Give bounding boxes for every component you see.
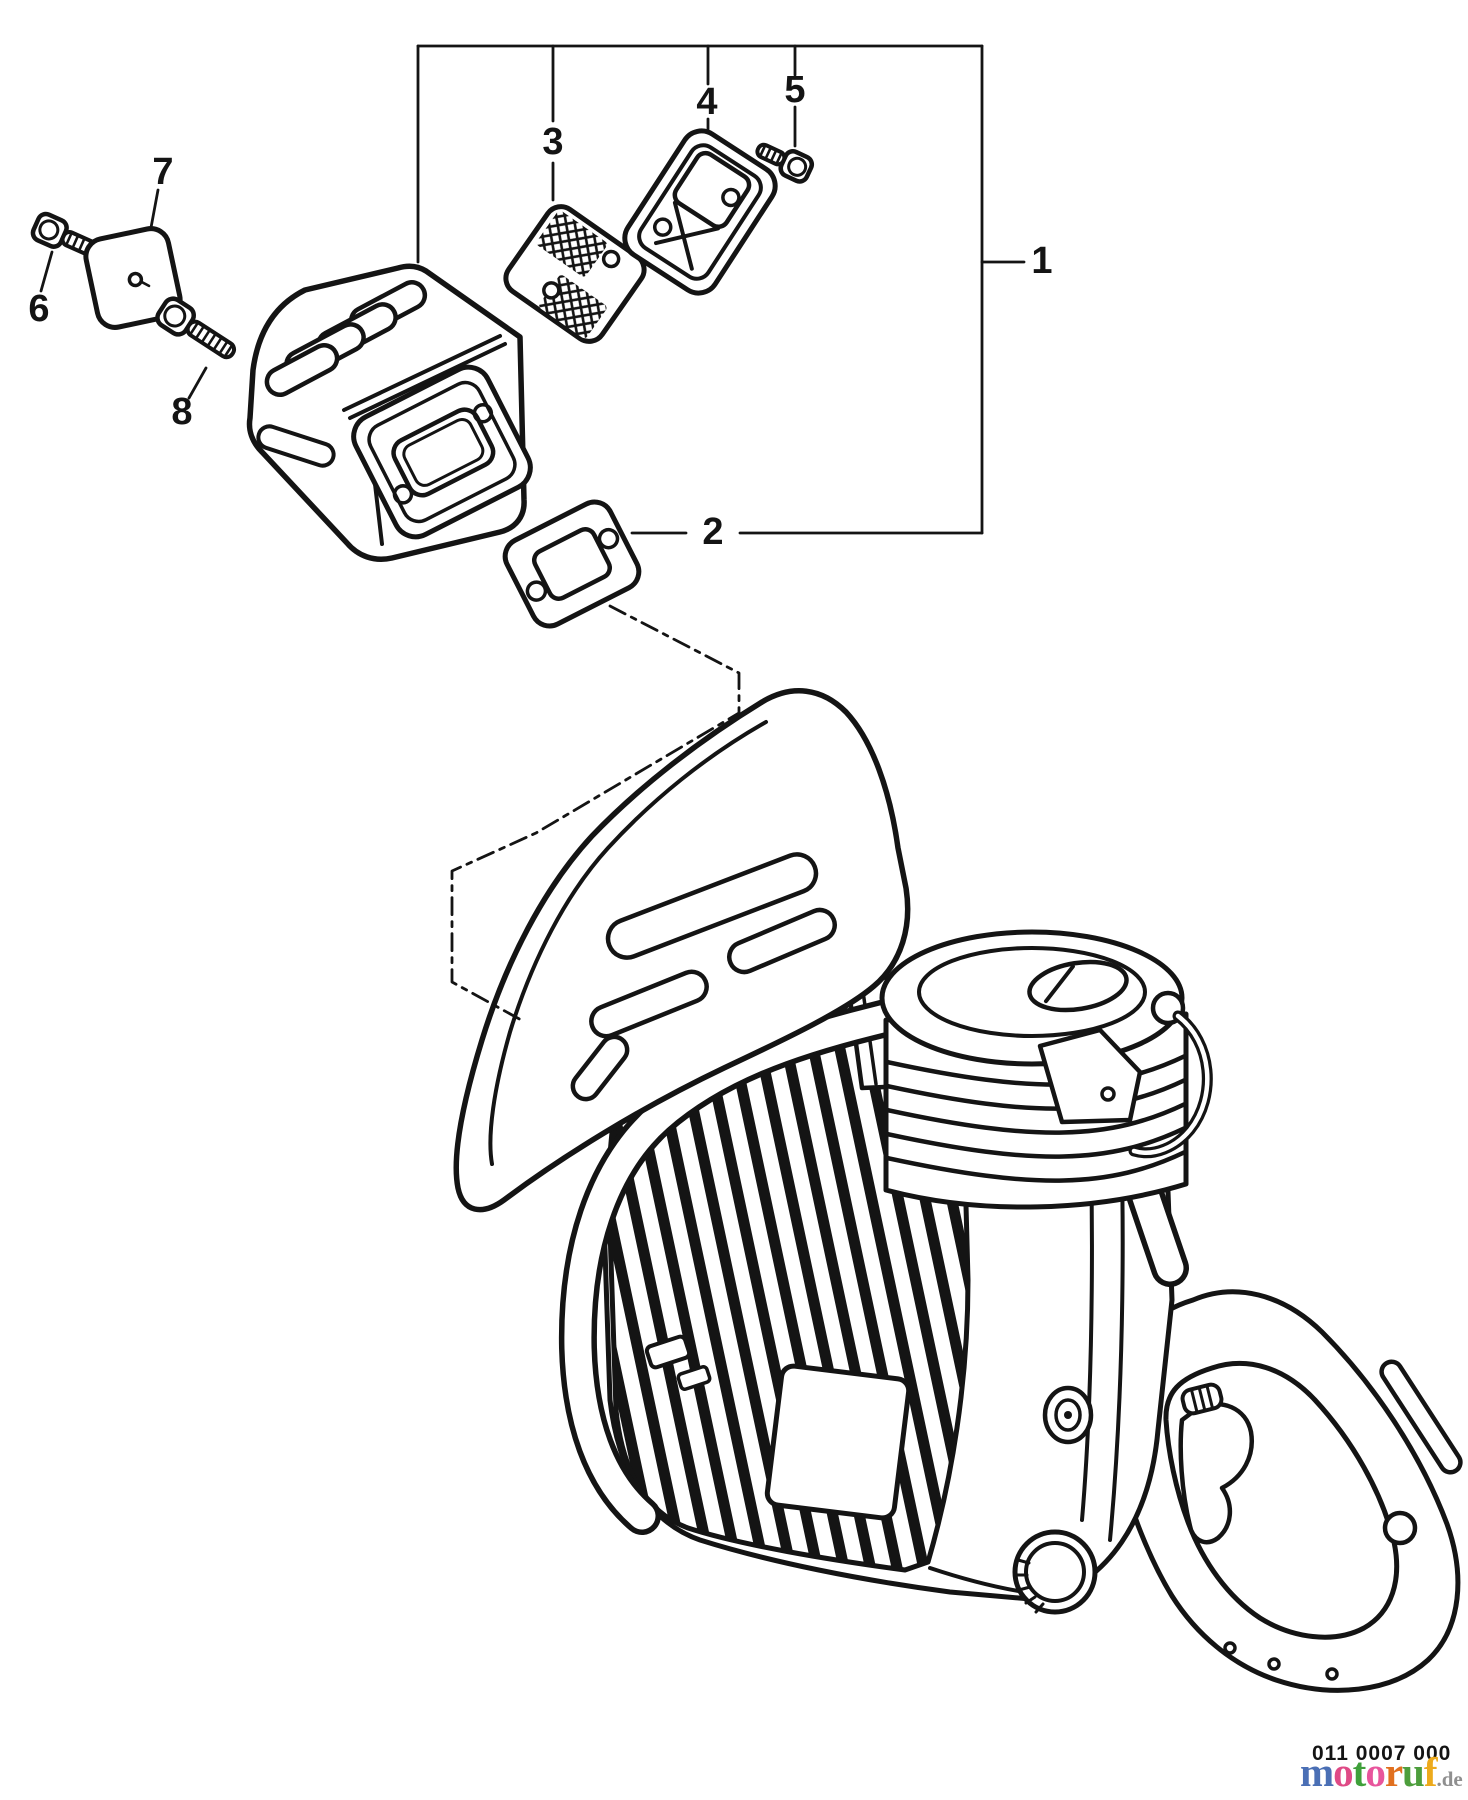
throttle-trigger-drawing <box>1178 1401 1254 1545</box>
recoil-panel-drawing <box>764 1363 912 1521</box>
projection-line <box>450 604 741 1023</box>
watermark-letter: t <box>1352 1749 1367 1795</box>
muffler-flange-drawing <box>351 364 533 540</box>
watermark-letter: r <box>1384 1749 1403 1795</box>
cylinder-drawing <box>879 929 1213 1210</box>
diagram-part-number: 011 0007 000 <box>1312 1742 1452 1765</box>
callout-5: 5 <box>784 69 806 111</box>
plate-7-drawing <box>83 226 183 330</box>
screw-8-drawing <box>155 296 237 360</box>
watermark-logo: motoruf.de <box>1300 1752 1468 1793</box>
watermark-letter: u <box>1402 1749 1425 1795</box>
watermark-letter: f <box>1423 1749 1438 1795</box>
chainsaw-drawing <box>453 688 1463 1693</box>
exploded-parts-drawing <box>30 44 1026 1023</box>
body-fittings-drawing <box>1012 1382 1224 1615</box>
watermark-suffix: .de <box>1436 1767 1463 1791</box>
callout-6: 6 <box>28 288 50 330</box>
callout-leader-lines <box>39 44 1026 535</box>
watermark-letter: o <box>1333 1749 1353 1795</box>
screw-6-drawing <box>30 211 102 259</box>
gasket-2-drawing <box>502 499 642 629</box>
callout-3: 3 <box>542 121 564 163</box>
cover-4-drawing <box>622 128 778 296</box>
callout-8: 8 <box>171 391 193 433</box>
chain-catcher-drawing <box>1180 1382 1224 1416</box>
fuel-cap-drawing <box>1012 1529 1098 1615</box>
callout-4: 4 <box>696 81 718 123</box>
plate-3-drawing <box>503 204 647 344</box>
watermark-letter: o <box>1365 1749 1385 1795</box>
screw-5-drawing <box>755 142 815 184</box>
muffler-drawing <box>246 263 533 562</box>
watermark-letter: m <box>1300 1749 1334 1795</box>
callout-7: 7 <box>152 151 174 193</box>
rear-handle-drawing <box>1109 1289 1463 1693</box>
callout-1: 1 <box>1031 240 1053 282</box>
callout-2: 2 <box>702 511 724 553</box>
hand-guard-drawing <box>453 688 911 1213</box>
